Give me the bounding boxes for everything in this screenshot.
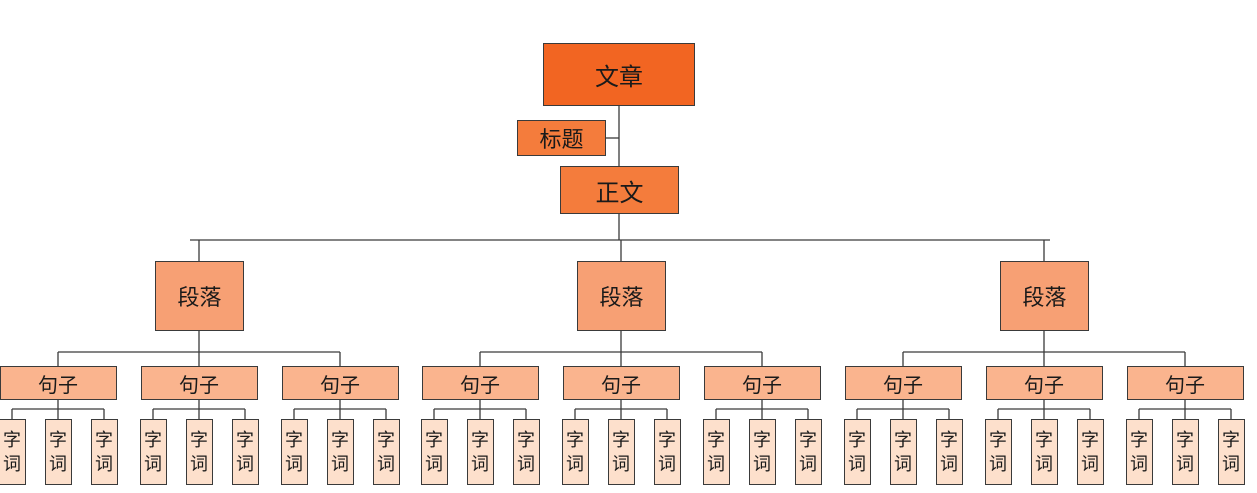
sentence-node: 句子 — [844, 366, 962, 400]
word-node: 字词 — [0, 419, 26, 485]
sentence-node: 句子 — [703, 366, 821, 400]
word-node: 字词 — [372, 419, 400, 485]
body-node: 正文 — [560, 166, 679, 214]
word-node: 字词 — [1217, 419, 1245, 485]
word-node: 字词 — [512, 419, 540, 485]
word-node: 字词 — [139, 419, 167, 485]
paragraph-node: 段落 — [1000, 261, 1089, 331]
sentence-node: 句子 — [140, 366, 258, 400]
word-node: 字词 — [185, 419, 213, 485]
word-node: 字词 — [843, 419, 871, 485]
word-node: 字词 — [984, 419, 1012, 485]
word-node: 字词 — [561, 419, 589, 485]
word-node: 字词 — [748, 419, 776, 485]
sentence-node: 句子 — [421, 366, 539, 400]
word-node: 字词 — [1125, 419, 1153, 485]
word-node: 字词 — [90, 419, 118, 485]
sentence-node: 句子 — [1126, 366, 1244, 400]
word-node: 字词 — [1076, 419, 1104, 485]
paragraph-node: 段落 — [155, 261, 244, 331]
article-node: 文章 — [543, 43, 695, 106]
sentence-node: 句子 — [985, 366, 1103, 400]
title-node: 标题 — [517, 120, 606, 156]
word-node: 字词 — [1171, 419, 1199, 485]
word-node: 字词 — [466, 419, 494, 485]
word-node: 字词 — [231, 419, 259, 485]
word-node: 字词 — [935, 419, 963, 485]
word-node: 字词 — [607, 419, 635, 485]
word-node: 字词 — [326, 419, 354, 485]
word-node: 字词 — [653, 419, 681, 485]
word-node: 字词 — [280, 419, 308, 485]
word-node: 字词 — [889, 419, 917, 485]
paragraph-node: 段落 — [577, 261, 666, 331]
sentence-node: 句子 — [562, 366, 680, 400]
sentence-node: 句子 — [281, 366, 399, 400]
word-node: 字词 — [420, 419, 448, 485]
word-node: 字词 — [794, 419, 822, 485]
word-node: 字词 — [1030, 419, 1058, 485]
word-node: 字词 — [702, 419, 730, 485]
sentence-node: 句子 — [0, 366, 117, 400]
word-node: 字词 — [44, 419, 72, 485]
